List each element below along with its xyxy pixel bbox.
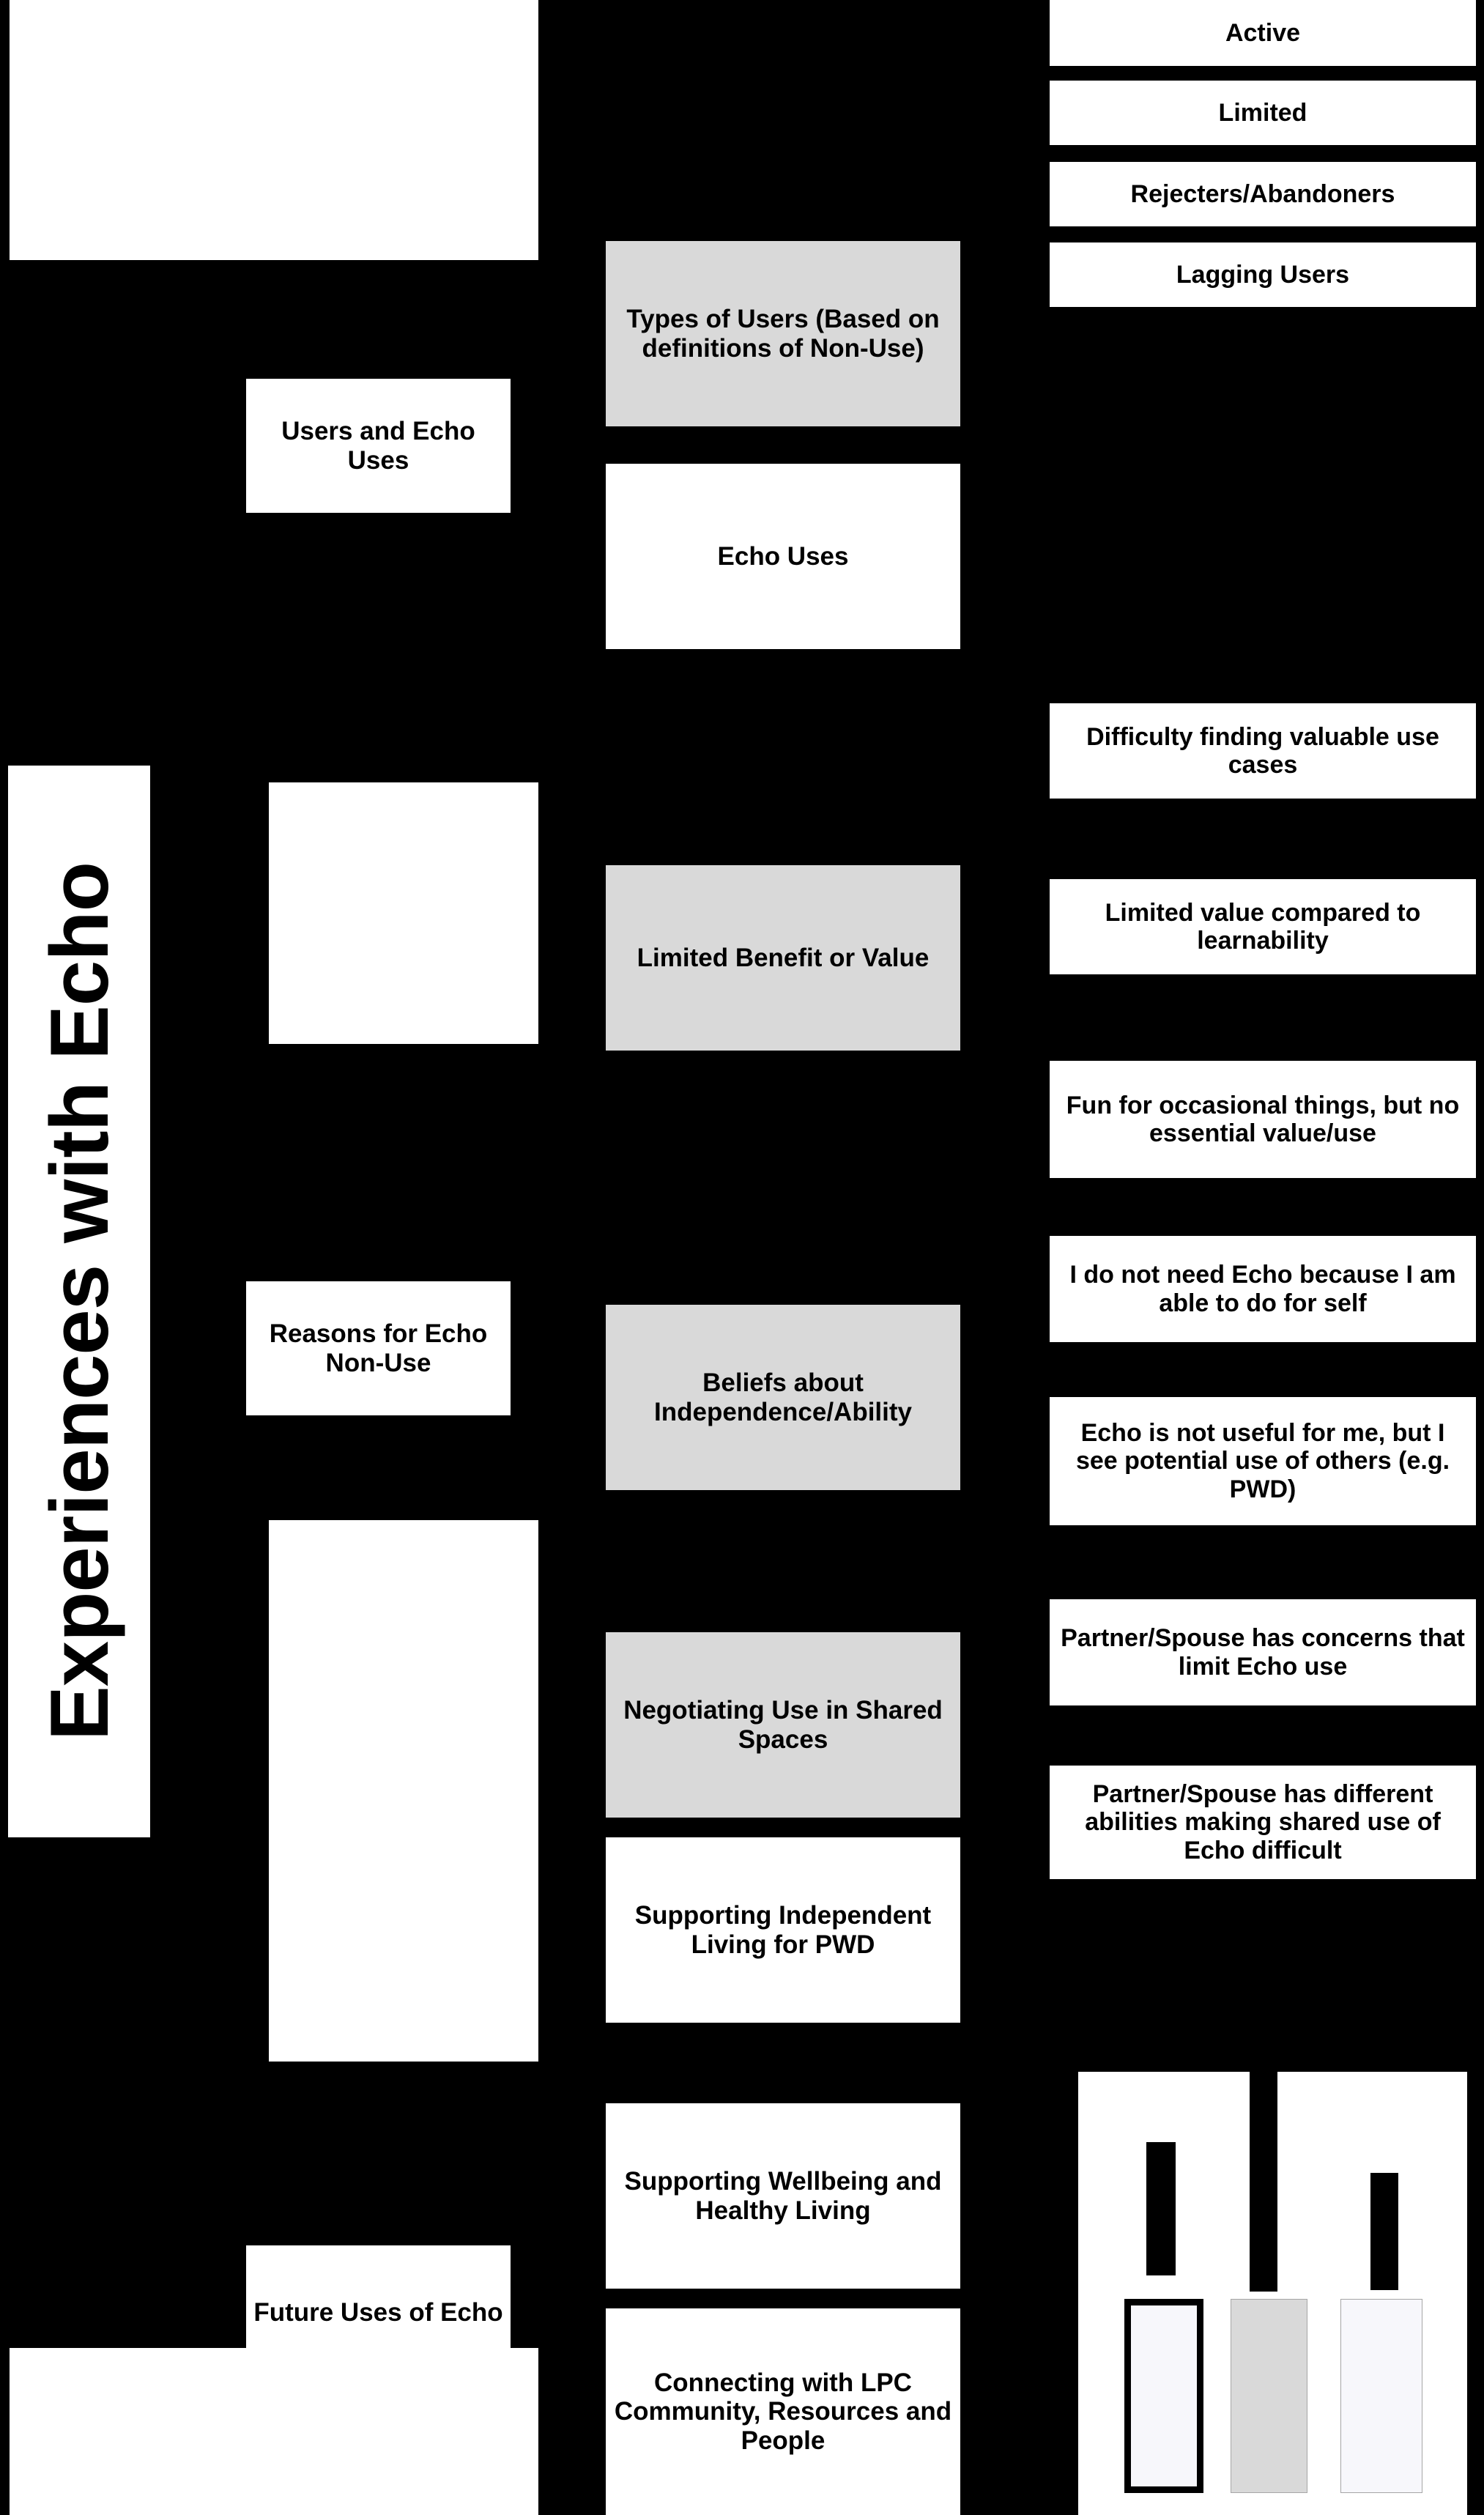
level1-node-reasons-for-echo-non-use[interactable]: Reasons for Echo Non-Use: [246, 1281, 511, 1415]
level3-node-limited-value-compared-to-learnability[interactable]: Limited value compared to learnability: [1050, 879, 1476, 974]
level3-node-echo-not-useful-for-me[interactable]: Echo is not useful for me, but I see pot…: [1050, 1397, 1476, 1525]
level1-node-blank-top[interactable]: [10, 0, 538, 260]
legend-swatch-gray[interactable]: [1231, 2299, 1307, 2493]
legend-label-1-glyphs: [1146, 2142, 1176, 2275]
level3-node-active[interactable]: Active: [1050, 0, 1476, 66]
page-title: Experiences with Echo: [8, 766, 150, 1837]
level2-node-supporting-wellbeing[interactable]: Supporting Wellbeing and Healthy Living: [606, 2103, 960, 2289]
level3-node-lagging-users[interactable]: Lagging Users: [1050, 242, 1476, 307]
level1-node-users-and-echo-uses[interactable]: Users and Echo Uses: [246, 379, 511, 513]
level1-node-blank-bottom[interactable]: [10, 2348, 538, 2515]
level2-node-limited-benefit-or-value[interactable]: Limited Benefit or Value: [606, 865, 960, 1051]
level3-node-do-not-need-echo[interactable]: I do not need Echo because I am able to …: [1050, 1236, 1476, 1342]
level2-node-connecting-with-lpc-community[interactable]: Connecting with LPC Community, Resources…: [606, 2308, 960, 2515]
level3-node-rejecters-abandoners[interactable]: Rejecters/Abandoners: [1050, 162, 1476, 226]
legend-swatch-offwhite[interactable]: [1340, 2299, 1422, 2493]
level3-node-fun-for-occasional-things[interactable]: Fun for occasional things, but no essent…: [1050, 1061, 1476, 1178]
level3-node-limited[interactable]: Limited: [1050, 81, 1476, 145]
level2-node-types-of-users[interactable]: Types of Users (Based on definitions of …: [606, 241, 960, 426]
level2-node-beliefs-about-independence[interactable]: Beliefs about Independence/Ability: [606, 1305, 960, 1490]
legend-panel: [1078, 2072, 1467, 2515]
legend-label-3-glyphs: [1370, 2173, 1398, 2290]
page-title-text: Experiences with Echo: [33, 862, 125, 1741]
level2-node-supporting-independent-living[interactable]: Supporting Independent Living for PWD: [606, 1837, 960, 2023]
level2-node-negotiating-use-in-shared-spaces[interactable]: Negotiating Use in Shared Spaces: [606, 1632, 960, 1818]
legend-label-2-glyphs: [1250, 2072, 1277, 2292]
level3-node-difficulty-finding-valuable-use-cases[interactable]: Difficulty finding valuable use cases: [1050, 703, 1476, 799]
level3-node-partner-spouse-concerns[interactable]: Partner/Spouse has concerns that limit E…: [1050, 1599, 1476, 1705]
level2-node-echo-uses[interactable]: Echo Uses: [606, 464, 960, 649]
level1-node-blank-middle[interactable]: [269, 782, 538, 1044]
legend-swatch-outlined[interactable]: [1124, 2299, 1203, 2493]
level3-node-partner-spouse-different-abilities[interactable]: Partner/Spouse has different abilities m…: [1050, 1766, 1476, 1879]
level1-node-blank-lower[interactable]: [269, 1520, 538, 2062]
